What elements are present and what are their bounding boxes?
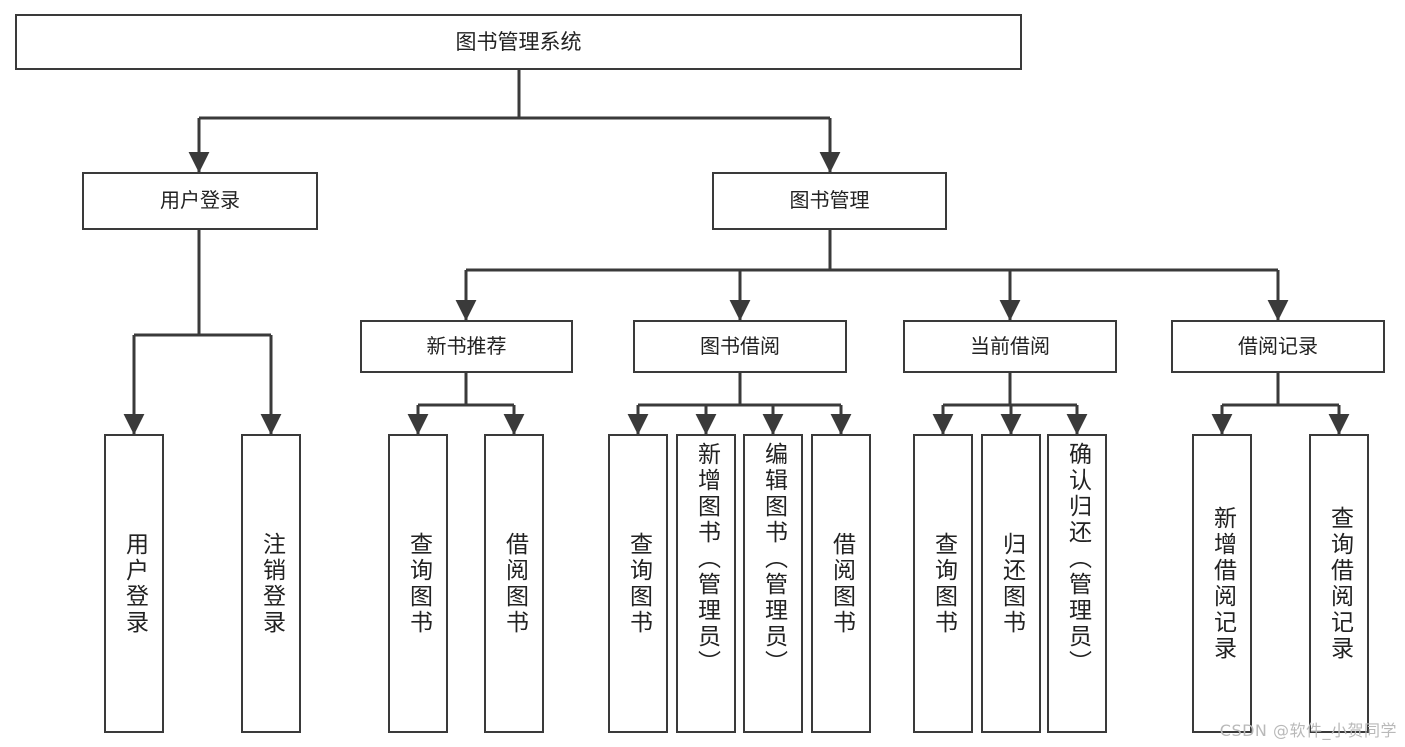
node-leaf-add-book[interactable]: 新增图书（管理员） (676, 434, 736, 733)
node-root-label: 图书管理系统 (455, 29, 582, 54)
node-leaf-return-book-label: 归还图书 (998, 531, 1025, 636)
node-leaf-add-record[interactable]: 新增借阅记录 (1192, 434, 1252, 733)
node-leaf-edit-book[interactable]: 编辑图书（管理员） (743, 434, 803, 733)
node-leaf-query-book-1-label: 查询图书 (405, 531, 432, 636)
node-leaf-add-book-label: 新增图书（管理员） (693, 442, 720, 676)
node-new-book-rec[interactable]: 新书推荐 (360, 320, 573, 373)
node-leaf-borrow-book-2[interactable]: 借阅图书 (811, 434, 871, 733)
node-book-manage-label: 图书管理 (789, 188, 870, 213)
node-leaf-query-book-3-label: 查询图书 (930, 531, 957, 636)
node-leaf-confirm-return-label: 确认归还（管理员） (1064, 442, 1091, 676)
node-leaf-user-login[interactable]: 用户登录 (104, 434, 164, 733)
node-book-borrow[interactable]: 图书借阅 (633, 320, 847, 373)
node-borrow-record-label: 借阅记录 (1238, 333, 1318, 358)
node-new-book-rec-label: 新书推荐 (426, 333, 507, 358)
node-book-borrow-label: 图书借阅 (700, 333, 780, 358)
node-book-manage[interactable]: 图书管理 (712, 172, 947, 230)
node-leaf-user-login-label: 用户登录 (121, 531, 148, 636)
node-user-login[interactable]: 用户登录 (82, 172, 318, 230)
node-leaf-query-book-2[interactable]: 查询图书 (608, 434, 668, 733)
node-leaf-query-book-1[interactable]: 查询图书 (388, 434, 448, 733)
node-leaf-logout[interactable]: 注销登录 (241, 434, 301, 733)
node-leaf-query-record-label: 查询借阅记录 (1326, 505, 1353, 662)
node-user-login-label: 用户登录 (160, 188, 240, 213)
node-current-borrow-label: 当前借阅 (970, 333, 1050, 358)
node-leaf-query-book-2-label: 查询图书 (625, 531, 652, 636)
node-leaf-confirm-return[interactable]: 确认归还（管理员） (1047, 434, 1107, 733)
csdn-watermark: CSDN @软件_小贺同学 (1219, 721, 1397, 740)
node-leaf-edit-book-label: 编辑图书（管理员） (760, 442, 787, 676)
node-leaf-borrow-book-2-label: 借阅图书 (828, 531, 855, 636)
node-leaf-query-record[interactable]: 查询借阅记录 (1309, 434, 1369, 733)
node-leaf-borrow-book-1[interactable]: 借阅图书 (484, 434, 544, 733)
node-leaf-borrow-book-1-label: 借阅图书 (501, 531, 528, 636)
node-current-borrow[interactable]: 当前借阅 (903, 320, 1117, 373)
node-root[interactable]: 图书管理系统 (15, 14, 1022, 70)
node-borrow-record[interactable]: 借阅记录 (1171, 320, 1385, 373)
node-leaf-return-book[interactable]: 归还图书 (981, 434, 1041, 733)
node-leaf-logout-label: 注销登录 (258, 531, 285, 636)
node-leaf-add-record-label: 新增借阅记录 (1209, 505, 1236, 662)
node-leaf-query-book-3[interactable]: 查询图书 (913, 434, 973, 733)
